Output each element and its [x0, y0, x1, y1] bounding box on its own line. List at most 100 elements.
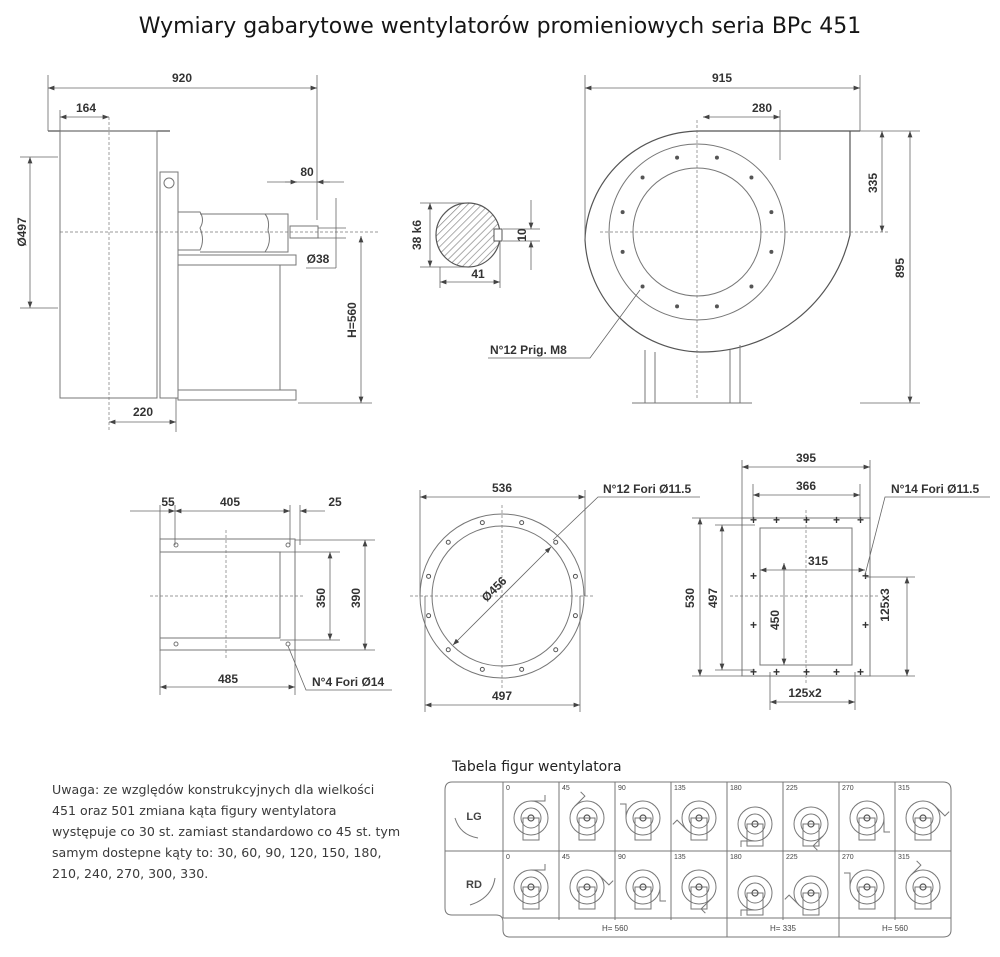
angle-label: 225: [786, 854, 798, 861]
bolt-hole: [572, 613, 578, 619]
row-label-lg: LG: [466, 811, 481, 823]
bolt-hole: +: [773, 665, 780, 679]
dim-shaft-diameter: Ø38: [307, 252, 330, 266]
fan-figure-icon: [569, 869, 614, 910]
fan-figure-icon: [849, 800, 890, 841]
dim-outlet-height: 335: [866, 173, 880, 193]
bolt-hole: [519, 666, 525, 672]
bolt-hole: [749, 284, 754, 289]
dim-key-width: 10: [515, 228, 529, 242]
bolt-hole: [640, 284, 645, 289]
dim-450: 450: [768, 610, 782, 630]
angle-label: 180: [730, 854, 742, 861]
bolt-hole: +: [803, 665, 810, 679]
angle-label: 225: [786, 785, 798, 792]
dim-inlet-diameter: Ø497: [15, 217, 29, 247]
dim-530: 530: [683, 588, 697, 608]
fan-figure-icon: [569, 791, 605, 841]
bolt-hole: [479, 520, 485, 526]
bolt-hole: [675, 304, 680, 309]
dim-base-offset: 220: [133, 405, 153, 419]
note-text: Uwaga: ze względów konstrukcyjnych dla w…: [52, 782, 401, 881]
fan-figure-icon: [905, 800, 950, 841]
footer-h560-a: H= 560: [602, 924, 629, 933]
bolt-hole: [714, 304, 719, 309]
label-holes-14: N°4 Fori Ø14: [312, 675, 384, 689]
dim-55: 55: [161, 495, 175, 509]
bolt-hole: +: [750, 513, 757, 527]
dim-shaft-tolerance: 38 k6: [410, 220, 424, 250]
dim-key-depth: 41: [471, 267, 485, 281]
bolt-hole: [572, 573, 578, 579]
dim-350: 350: [314, 588, 328, 608]
dim-total-height: 895: [893, 258, 907, 278]
inlet-flange-view: 536 497 Ø456 N°12 Fori Ø11.5: [410, 481, 700, 712]
fan-figure-icon: [784, 875, 829, 916]
dim-405: 405: [220, 495, 240, 509]
dim-housing-width: 915: [712, 71, 732, 85]
bolt-hole: +: [857, 665, 864, 679]
fan-figure-icon: [625, 869, 666, 910]
rotation-cw-arrow-icon: [469, 877, 496, 906]
angle-label: 45: [562, 785, 570, 792]
angle-label: 45: [562, 854, 570, 861]
fan-figure-icon: [672, 800, 717, 841]
bolt-hole: [769, 249, 774, 254]
bolt-hole: +: [773, 513, 780, 527]
fan-figure-icon: [737, 875, 773, 916]
outlet-flange-view: 55 405 25 350 390 485 N°4 Fori Ø14: [130, 495, 392, 695]
bolt-hole: [769, 210, 774, 215]
bolt-hole: [445, 539, 451, 545]
bolt-hole: [479, 666, 485, 672]
dim-outlet-offset: 280: [752, 101, 772, 115]
angle-label: 180: [730, 785, 742, 792]
dim-flange-outer: 536: [492, 481, 512, 495]
bolt-hole: [675, 155, 680, 160]
bolt-hole: +: [803, 513, 810, 527]
side-view: 920 164 Ø497 80 Ø38 H=560 220: [15, 71, 380, 432]
dim-395: 395: [796, 451, 816, 465]
angle-label: 90: [618, 854, 626, 861]
label-bolts-m8: N°12 Prig. M8: [490, 343, 567, 357]
fan-figure-icon: [793, 806, 829, 851]
angle-label: 0: [506, 785, 510, 792]
dim-flange-bolt-circle: 497: [492, 689, 512, 703]
bolt-hole: +: [750, 665, 757, 679]
dim-390: 390: [349, 588, 363, 608]
rotation-ccw-arrow-icon: [454, 817, 479, 839]
dim-485: 485: [218, 672, 238, 686]
bolt-hole: +: [862, 569, 869, 583]
dim-315: 315: [808, 554, 828, 568]
angle-label: 0: [506, 854, 510, 861]
bolt-hole: [426, 613, 432, 619]
dim-125x3: 125x3: [878, 588, 892, 622]
angle-label: 270: [842, 854, 854, 861]
bolt-hole: +: [750, 618, 757, 632]
bolt-hole: [553, 539, 559, 545]
bolt-hole: [426, 573, 432, 579]
bolt-hole: +: [833, 665, 840, 679]
dim-shaft-length: 80: [300, 165, 314, 179]
bolt-hole: [553, 647, 559, 653]
angle-label: 315: [898, 854, 910, 861]
angle-label: 315: [898, 785, 910, 792]
fan-figure-icon: [513, 864, 549, 910]
bolt-hole: [620, 210, 625, 215]
fan-figure-icon: [905, 860, 941, 910]
shaft-section: 38 k6 41 10: [410, 200, 540, 288]
table-title: Tabela figur wentylatora: [452, 759, 622, 775]
front-view: 915 280 335 895 N°12 Prig. M8: [488, 71, 920, 404]
fan-figure-icon: [513, 795, 549, 841]
bolt-hole: +: [750, 569, 757, 583]
dim-flange-inner: Ø456: [479, 574, 510, 605]
fan-figure-icon: [681, 869, 717, 914]
page-title: Wymiary gabarytowe wentylatorów promieni…: [138, 14, 862, 39]
dim-overall-length: 920: [172, 71, 192, 85]
dim-366: 366: [796, 479, 816, 493]
angle-label: 135: [674, 785, 686, 792]
bolt-hole: [749, 175, 754, 180]
fan-figure-icon: [620, 800, 661, 841]
angle-label: 90: [618, 785, 626, 792]
fan-figure-icon: [737, 806, 773, 847]
